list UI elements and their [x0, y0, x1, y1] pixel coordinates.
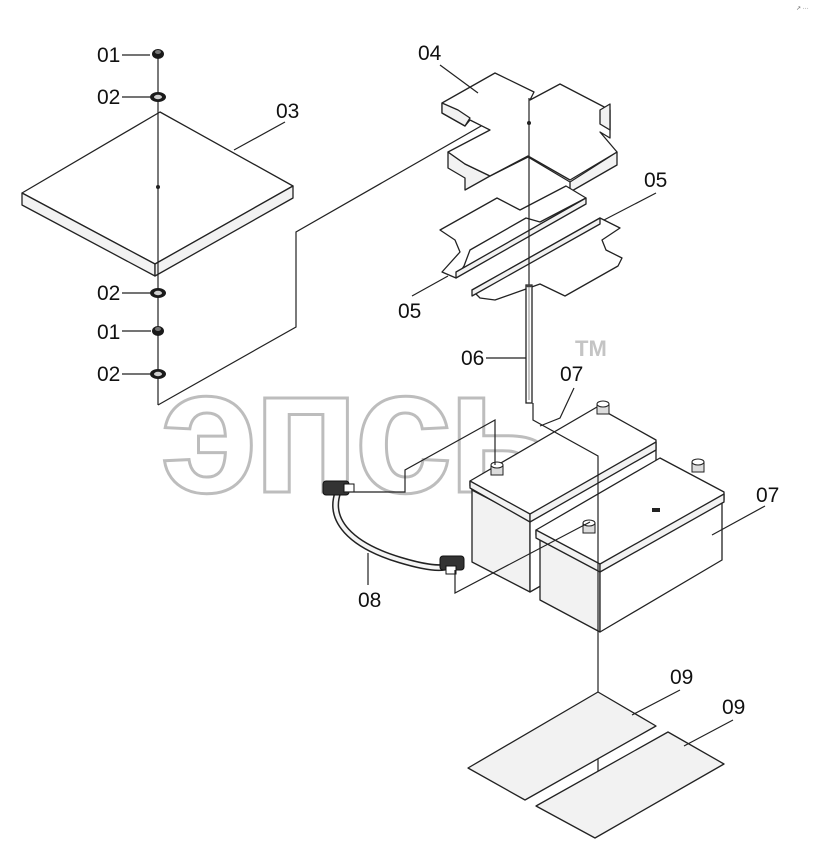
svg-text:07: 07 [756, 484, 779, 507]
label-07-top: 07 [539, 363, 583, 427]
label-07-right: 07 [711, 484, 779, 536]
watermark-trademark: TM [575, 336, 607, 361]
label-01-top: 01 [97, 44, 150, 67]
svg-text:05: 05 [644, 169, 667, 192]
label-09-front: 09 [683, 696, 745, 747]
cable-connector-line-right [454, 521, 591, 594]
label-04: 04 [418, 42, 479, 94]
battery-rear-terminal-b [596, 400, 610, 415]
label-02-middle: 02 [97, 282, 150, 305]
label-02-bottom: 02 [97, 363, 150, 386]
part-06-tie-rod [525, 284, 533, 404]
label-03: 03 [233, 100, 299, 151]
svg-text:03: 03 [276, 100, 299, 123]
svg-text:09: 09 [722, 696, 745, 719]
battery-rear-terminal-a [490, 461, 504, 476]
corner-mark: ↗ ··· [796, 6, 809, 12]
assembly-connector-line [157, 97, 531, 406]
part-01-nut-top [152, 49, 164, 59]
svg-text:01: 01 [97, 44, 120, 67]
part-05-gasket-right [471, 217, 623, 301]
svg-text:09: 09 [670, 666, 693, 689]
label-05-left: 05 [398, 275, 449, 323]
svg-text:01: 01 [97, 321, 120, 344]
part-07-battery-front [535, 457, 725, 633]
cable-connector-line-left [345, 418, 496, 493]
cable-clamp-left [322, 480, 355, 496]
svg-text:04: 04 [418, 42, 442, 65]
battery-front-terminal-b [691, 458, 705, 473]
label-06: 06 [461, 347, 526, 370]
svg-text:05: 05 [398, 300, 421, 323]
part-01-nut-bottom [152, 326, 164, 336]
part-08-jumper-cable [322, 480, 465, 575]
part-02-washer-top [150, 92, 166, 102]
label-09-rear: 09 [631, 666, 693, 716]
lower-axis [532, 403, 599, 795]
part-05-gasket-left [439, 185, 587, 279]
part-09-mat-front [535, 731, 725, 839]
watermark-logo: эпсь TM [159, 330, 607, 532]
part-09-mat-rear [467, 691, 657, 801]
svg-text:02: 02 [97, 363, 120, 386]
part-02-washer-bottom [150, 369, 166, 379]
svg-text:02: 02 [97, 282, 120, 305]
label-01-bottom: 01 [97, 321, 151, 344]
label-02-top: 02 [97, 86, 150, 109]
part-02-washer-middle [150, 288, 166, 298]
svg-text:08: 08 [358, 589, 381, 612]
label-08: 08 [358, 553, 381, 612]
svg-text:07: 07 [560, 363, 583, 386]
label-05-right: 05 [603, 169, 667, 221]
svg-text:06: 06 [461, 347, 484, 370]
cable-clamp-right [439, 555, 465, 575]
svg-text:02: 02 [97, 86, 120, 109]
